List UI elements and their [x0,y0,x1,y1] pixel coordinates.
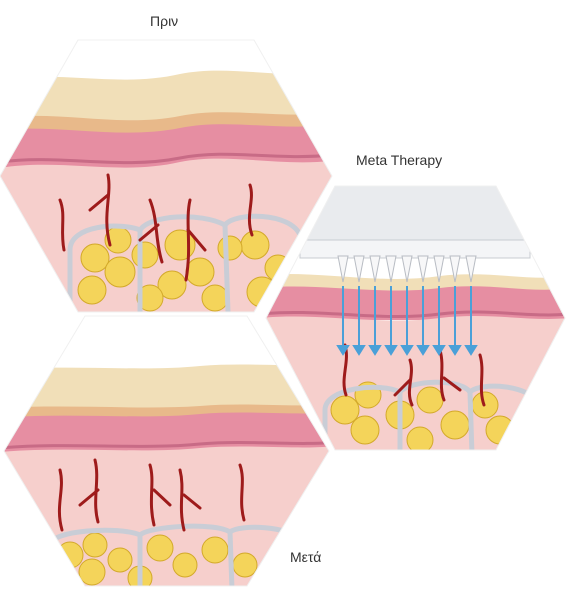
down-arrow-icon [338,286,476,354]
device-body [300,186,560,246]
after-panel [0,316,335,589]
needle-array [338,256,476,282]
